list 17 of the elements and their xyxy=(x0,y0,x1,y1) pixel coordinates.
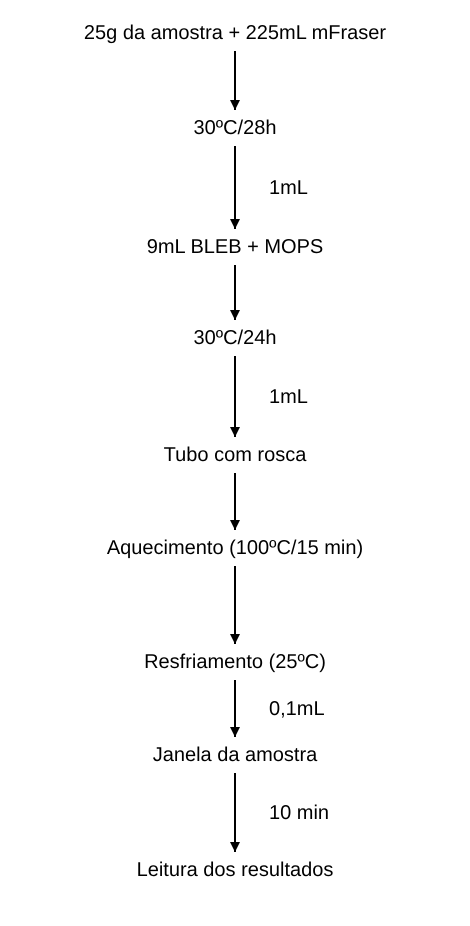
step-text: 30ºC/24h xyxy=(194,326,276,350)
arrow xyxy=(230,356,240,437)
arrow xyxy=(230,51,240,110)
step-text: Leitura dos resultados xyxy=(136,858,334,882)
step-text: Aquecimento (100ºC/15 min) xyxy=(106,536,364,560)
arrow xyxy=(230,773,240,852)
arrow xyxy=(230,473,240,530)
step-text: 9mL BLEB + MOPS xyxy=(146,235,324,259)
arrow xyxy=(230,566,240,644)
arrow xyxy=(230,680,240,737)
step-text: 30ºC/28h xyxy=(194,116,276,140)
arrow xyxy=(230,146,240,229)
step-text: Tubo com rosca xyxy=(164,443,306,467)
step-text: 25g da amostra + 225mL mFraser xyxy=(84,21,386,45)
step-text: Janela da amostra xyxy=(152,743,318,767)
step-text: Resfriamento (25ºC) xyxy=(144,650,326,674)
arrow xyxy=(230,265,240,320)
